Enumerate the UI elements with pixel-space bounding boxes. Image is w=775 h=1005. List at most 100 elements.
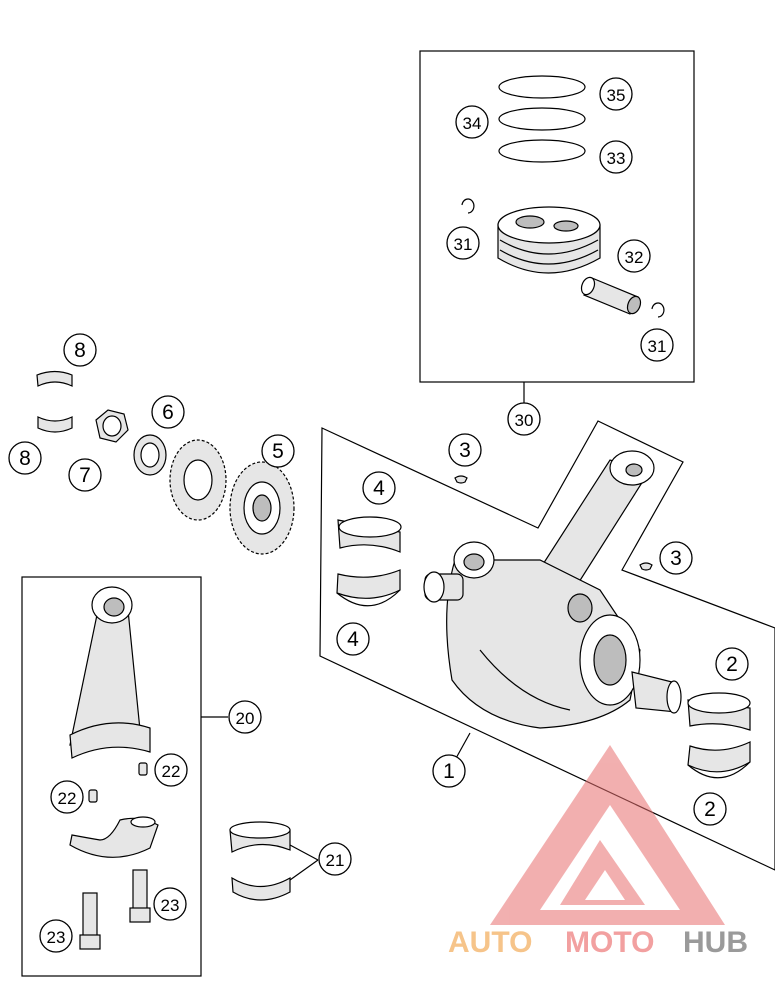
callout-circle: [599, 77, 633, 111]
callout-c8a: 8: [63, 333, 97, 367]
callout-number: 7: [79, 464, 91, 487]
hex-nut-7: [95, 409, 129, 443]
rod-cap: [69, 816, 159, 858]
woodruff-key-3-right: [639, 562, 653, 571]
callout-circle: [153, 887, 187, 921]
callout-number: 31: [454, 235, 473, 254]
callout-number: 23: [47, 928, 66, 947]
rod-bolt-23-left: [79, 892, 101, 950]
circlip-31-right: [651, 302, 665, 318]
callout-circle: [154, 753, 188, 787]
callout-c32: 32: [617, 239, 651, 273]
callout-c31a: 31: [446, 226, 480, 260]
callout-number: 8: [74, 339, 86, 362]
callout-number: 33: [607, 149, 626, 168]
callout-c3b: 3: [659, 541, 693, 575]
callout-c1: 1: [432, 754, 466, 788]
callout-c4a: 4: [362, 471, 396, 505]
main-bearing-shell-2-top: [687, 692, 751, 731]
watermark-logo: [490, 745, 725, 925]
callout-number: 23: [161, 896, 180, 915]
callout-c2a: 2: [715, 647, 749, 681]
callout-c2b: 2: [693, 792, 727, 826]
callout-c3a: 3: [448, 433, 482, 467]
callout-circle: [693, 792, 727, 826]
watermark-moto: MOTO: [565, 926, 654, 959]
callout-circle: [39, 919, 73, 953]
piston-32: [497, 206, 601, 274]
callout-c8b: 8: [8, 441, 42, 475]
watermark-text: AUTO MOTO HUB: [448, 926, 748, 959]
rod-bearing-shells-21: [229, 821, 319, 901]
callout-circle: [63, 333, 97, 367]
callout-c22a: 22: [154, 753, 188, 787]
piston-ring-33: [498, 139, 586, 163]
callout-c5: 5: [261, 434, 295, 468]
leader-21a: [289, 844, 319, 861]
callout-circle: [599, 140, 633, 174]
callout-circle: [228, 700, 262, 734]
watermark-hub: HUB: [683, 926, 748, 959]
gear-sprocket: [169, 439, 227, 521]
callout-circle: [455, 105, 489, 139]
washer-6: [133, 434, 167, 476]
callout-number: 22: [58, 789, 77, 808]
crankshaft-1: [423, 541, 682, 729]
balancer-gear-parts: [36, 370, 295, 555]
callout-number: 8: [19, 447, 31, 470]
callout-circle: [151, 395, 185, 429]
callout-number: 35: [607, 86, 626, 105]
piston-ring-34: [498, 107, 586, 131]
crankshaft-group: [319, 420, 775, 871]
callout-c7: 7: [68, 458, 102, 492]
callout-number: 1: [443, 760, 455, 783]
callout-number: 6: [162, 401, 174, 424]
callout-c22b: 22: [50, 780, 84, 814]
callout-number: 20: [236, 709, 255, 728]
rod-bolt-23-right: [129, 869, 151, 923]
callout-number: 32: [625, 248, 644, 267]
dowel-pin-22-left: [88, 789, 98, 803]
callout-circle: [362, 471, 396, 505]
callout-circle: [617, 239, 651, 273]
bearing-shell-8-top: [36, 370, 73, 387]
callout-c23b: 23: [39, 919, 73, 953]
callout-number: 3: [459, 439, 471, 462]
callout-circle: [507, 402, 541, 436]
callout-number: 31: [648, 337, 667, 356]
callout-number: 21: [326, 851, 345, 870]
conrod-kit-group: [21, 576, 228, 977]
crankshaft-frame: [319, 420, 775, 871]
callout-circle: [640, 328, 674, 362]
callout-number: 22: [162, 762, 181, 781]
callout-circle: [659, 541, 693, 575]
circlip-31-left: [461, 198, 475, 214]
callout-circle: [68, 458, 102, 492]
woodruff-key-3-top: [454, 475, 468, 484]
callout-circle: [448, 433, 482, 467]
conrod-kit-frame: [21, 576, 202, 977]
callout-circle: [336, 622, 370, 656]
watermark-auto: AUTO: [448, 926, 532, 959]
gear-5: [229, 461, 295, 555]
main-bearing-shell-2-bottom: [687, 741, 751, 779]
main-bearing-shell-4-bottom: [336, 569, 401, 607]
callout-circle: [8, 441, 42, 475]
callout-number: 4: [347, 628, 359, 651]
callout-circle: [261, 434, 295, 468]
connecting-rod-20: [69, 586, 151, 759]
piston-kit-frame: [419, 50, 695, 383]
callout-c6: 6: [151, 395, 185, 429]
callout-c21: 21: [318, 842, 352, 876]
piston-kit-group: [419, 50, 695, 404]
bearing-shell-8-bottom: [37, 416, 73, 433]
callout-circle: [50, 780, 84, 814]
callout-c4b: 4: [336, 622, 370, 656]
callout-c30: 30: [507, 402, 541, 436]
callout-circle: [318, 842, 352, 876]
callout-number: 2: [726, 653, 738, 676]
callout-circle: [432, 754, 466, 788]
